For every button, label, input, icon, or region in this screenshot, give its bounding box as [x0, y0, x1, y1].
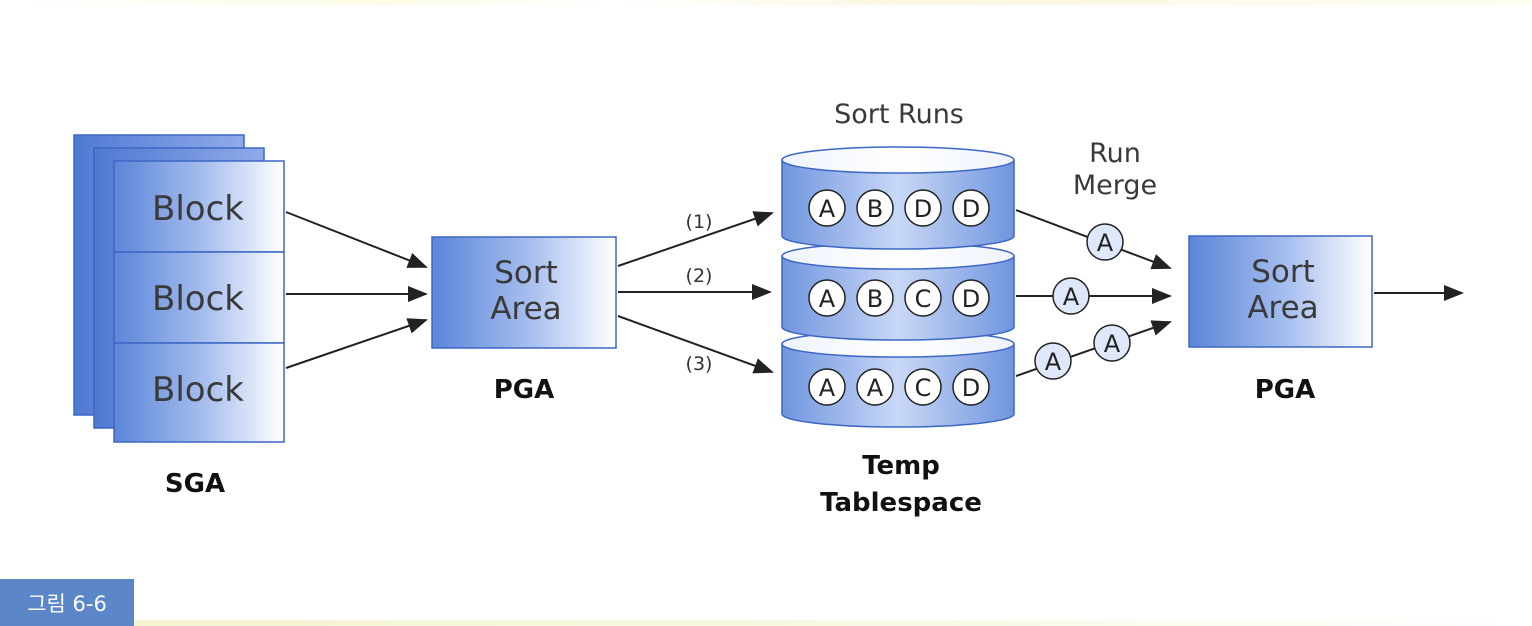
merge-item-4-label: A: [1104, 330, 1121, 358]
pga-left-box-line2: Area: [490, 291, 561, 327]
pga-left-box-line1: Sort: [494, 255, 558, 291]
run-1-items: A B D D: [808, 189, 990, 227]
temp-tablespace: A B D D A B C D A A C D Temp Tables: [781, 146, 1015, 518]
bottom-decor-line: [134, 620, 1532, 626]
run-merge-label-line1: Run: [1089, 138, 1141, 169]
temp-label-line2: Tablespace: [820, 488, 982, 518]
pga-to-temp-arrows: (1) (2) (3): [617, 211, 774, 375]
run-2-item-3-label: C: [915, 285, 932, 313]
sort-run-cylinder-1: [781, 146, 1015, 250]
arrow-run-3: [617, 315, 774, 374]
arrow-label-3: (3): [686, 353, 713, 375]
pga-left: Sort Area PGA: [431, 236, 617, 405]
arrow-block1-to-pga: [285, 211, 428, 268]
pga-right-box-line1: Sort: [1251, 254, 1315, 290]
run-3-item-2-label: A: [867, 374, 884, 402]
sort-run-cylinder-2: [781, 242, 1015, 341]
pga-right-label: PGA: [1255, 375, 1316, 405]
arrow-block3-to-pga: [285, 318, 428, 369]
sort-runs-title: Sort Runs: [834, 99, 964, 130]
arrow-label-2: (2): [686, 265, 713, 287]
run-2-items: A B C D: [808, 279, 990, 317]
run-3-items: A A C D: [808, 368, 990, 406]
sga-block-1: [113, 160, 285, 253]
run-2-item-4-label: D: [962, 285, 980, 313]
run-merge-label-line2: Merge: [1073, 170, 1157, 201]
run-1-item-3: [904, 189, 942, 227]
top-decor-line: [0, 0, 1532, 5]
run-1-item-1: [808, 189, 846, 227]
sga-stack: Block Block Block SGA: [73, 134, 285, 499]
run-1-item-4: [952, 189, 990, 227]
sga-label: SGA: [165, 469, 225, 499]
merge-item-1: [1086, 223, 1124, 261]
arrow-label-1: (1): [686, 211, 713, 233]
sga-block-2-label: Block: [152, 279, 244, 319]
run-1-item-1-label: A: [819, 195, 836, 223]
merge-item-3-label: A: [1045, 348, 1062, 376]
pga-right-sort-area-box: [1188, 235, 1373, 348]
run-2-item-2: [856, 279, 894, 317]
run-3-item-3: [904, 368, 942, 406]
temp-label-line1: Temp: [862, 451, 940, 481]
run-3-item-4-label: D: [962, 374, 980, 402]
run-1-item-3-label: D: [914, 195, 932, 223]
merge-item-2-label: A: [1063, 283, 1080, 311]
run-1-item-2: [856, 189, 894, 227]
run-3-item-3-label: C: [915, 374, 932, 402]
sga-to-pga-arrows: [285, 211, 428, 369]
sga-block-3: [113, 342, 285, 443]
run-1-item-2-label: B: [867, 195, 883, 223]
merge-item-3: [1034, 342, 1072, 380]
pga-left-label: PGA: [494, 375, 555, 405]
run-merge: Run Merge A A A A: [1015, 138, 1172, 380]
merge-item-4: [1093, 324, 1131, 362]
merge-item-2: [1052, 277, 1090, 315]
run-3-item-1: [808, 368, 846, 406]
figure-caption: 그림 6-6: [0, 579, 134, 626]
pga-right: Sort Area PGA: [1188, 235, 1464, 405]
run-2-item-3: [904, 279, 942, 317]
sga-block-1-label: Block: [152, 189, 244, 229]
run-2-item-1: [808, 279, 846, 317]
run-1-item-4-label: D: [962, 195, 980, 223]
arrow-run-1: [617, 211, 774, 267]
pga-left-sort-area-box: [431, 236, 617, 349]
run-2-item-4: [952, 279, 990, 317]
sga-block-3-label: Block: [152, 370, 244, 410]
run-3-item-2: [856, 368, 894, 406]
run-3-item-4: [952, 368, 990, 406]
run-2-item-1-label: A: [819, 285, 836, 313]
run-3-item-1-label: A: [819, 374, 836, 402]
run-2-item-2-label: B: [867, 285, 883, 313]
pga-right-box-line2: Area: [1247, 290, 1318, 326]
merge-item-1-label: A: [1097, 229, 1114, 257]
